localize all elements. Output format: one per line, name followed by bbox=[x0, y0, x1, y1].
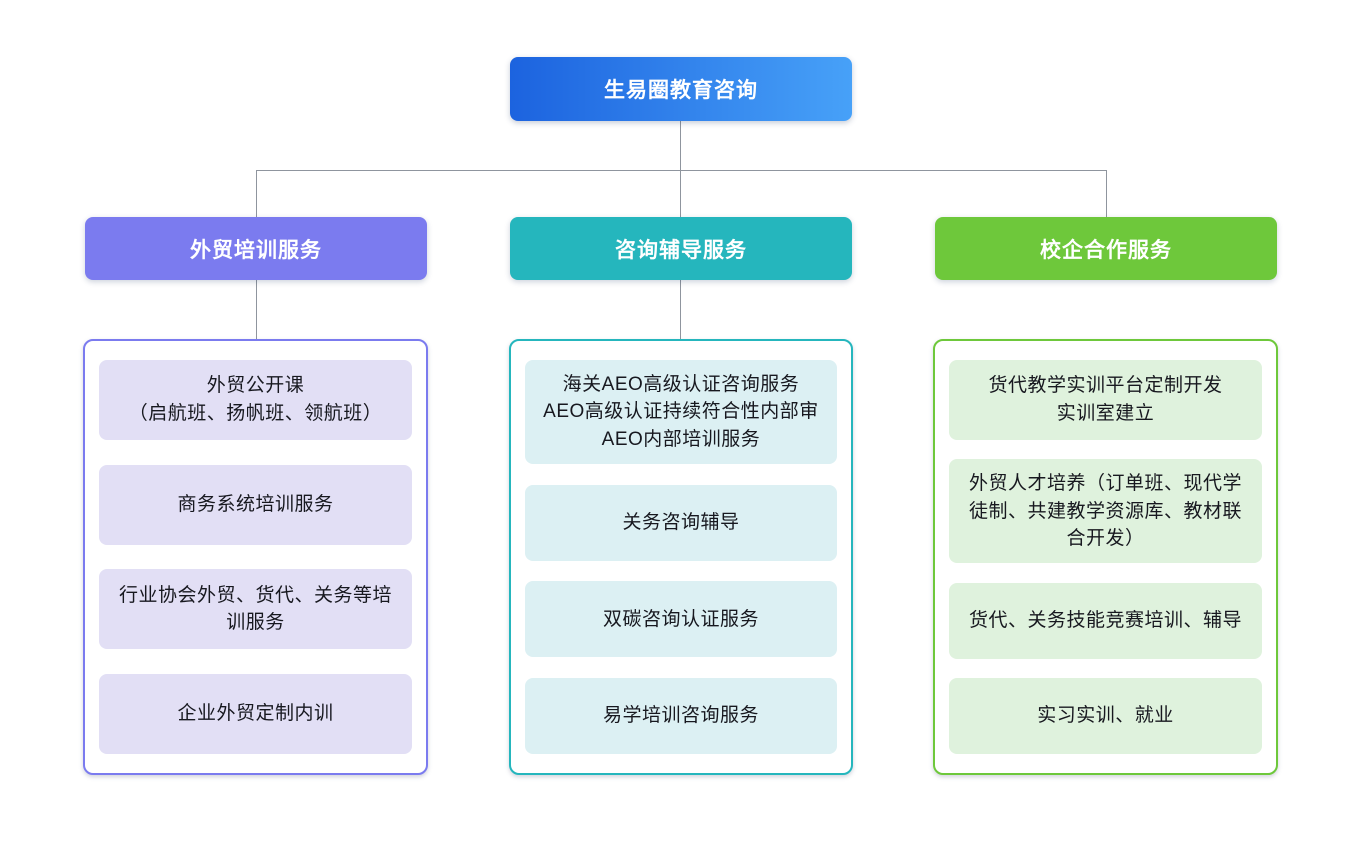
branch-header-label: 外贸培训服务 bbox=[190, 238, 322, 262]
service-item[interactable]: 货代、关务技能竞赛培训、辅导 bbox=[949, 582, 1262, 659]
branch-header-school-enterprise[interactable]: 校企合作服务 bbox=[935, 217, 1277, 280]
connector-stem-middle-group bbox=[680, 280, 681, 339]
connector-root-stem bbox=[680, 121, 681, 170]
branch-group-school-enterprise: 货代教学实训平台定制开发 实训室建立 外贸人才培养（订单班、现代学 徒制、共建教… bbox=[933, 339, 1278, 775]
branch-header-label: 校企合作服务 bbox=[1040, 238, 1172, 262]
root-node[interactable]: 生易圈教育咨询 bbox=[510, 57, 852, 121]
root-node-label: 生易圈教育咨询 bbox=[604, 79, 758, 102]
service-item[interactable]: 行业协会外贸、货代、关务等培 训服务 bbox=[99, 569, 412, 650]
connector-drop-left bbox=[256, 170, 257, 217]
branch-group-foreign-trade-training: 外贸公开课 （启航班、扬帆班、领航班） 商务系统培训服务 行业协会外贸、货代、关… bbox=[83, 339, 428, 775]
service-item[interactable]: 海关AEO高级认证咨询服务 AEO高级认证持续符合性内部审 AEO内部培训服务 bbox=[525, 360, 837, 464]
service-item[interactable]: 双碳咨询认证服务 bbox=[525, 581, 837, 658]
service-item[interactable]: 易学培训咨询服务 bbox=[525, 677, 837, 754]
connector-horizontal bbox=[256, 170, 1107, 171]
connector-stem-left-group bbox=[256, 280, 257, 339]
branch-group-consulting-coaching: 海关AEO高级认证咨询服务 AEO高级认证持续符合性内部审 AEO内部培训服务 … bbox=[509, 339, 853, 775]
branch-header-foreign-trade-training[interactable]: 外贸培训服务 bbox=[85, 217, 427, 280]
service-item[interactable]: 外贸公开课 （启航班、扬帆班、领航班） bbox=[99, 360, 412, 440]
service-item[interactable]: 实习实训、就业 bbox=[949, 677, 1262, 754]
connector-drop-right bbox=[1106, 170, 1107, 217]
service-item[interactable]: 外贸人才培养（订单班、现代学 徒制、共建教学资源库、教材联 合开发） bbox=[949, 459, 1262, 564]
branch-header-consulting-coaching[interactable]: 咨询辅导服务 bbox=[510, 217, 852, 280]
service-item[interactable]: 企业外贸定制内训 bbox=[99, 673, 412, 754]
branch-header-label: 咨询辅导服务 bbox=[615, 238, 747, 262]
service-item[interactable]: 商务系统培训服务 bbox=[99, 464, 412, 545]
connector-drop-middle bbox=[680, 170, 681, 217]
service-item[interactable]: 货代教学实训平台定制开发 实训室建立 bbox=[949, 360, 1262, 440]
service-item[interactable]: 关务咨询辅导 bbox=[525, 484, 837, 561]
